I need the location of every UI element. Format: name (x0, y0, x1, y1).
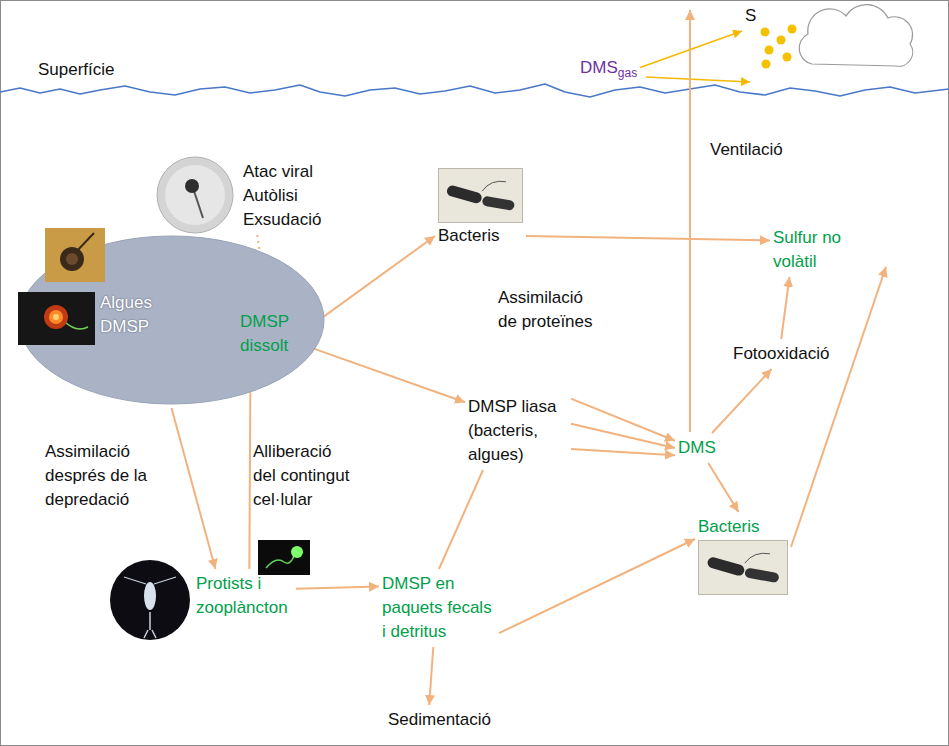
note-label: Assimilació de proteïnes (498, 286, 599, 334)
pool-label: DMSP en paquets fecals i detritus (382, 572, 496, 644)
flow-arrow (526, 236, 770, 240)
flow-arrow (791, 267, 886, 547)
algae-ellipse: Algues DMSP DMSP dissolt (18, 235, 325, 405)
node-text: gas (618, 66, 637, 80)
virus-micrograph (157, 157, 233, 233)
algae-micrograph (18, 292, 95, 345)
flow-arrow (640, 31, 742, 68)
node-text: Fotooxidació (733, 342, 829, 366)
node-text: DMS (580, 58, 618, 77)
sea-surface-line (0, 84, 949, 97)
node-text: DMS (678, 436, 716, 460)
node-text: DMSP liasa (bacteris, algues) (468, 395, 568, 467)
pool-label: DMS (678, 436, 716, 460)
sulfur-aerosol-dots (761, 25, 797, 69)
cloud-icon (799, 5, 913, 67)
note-label: Superfície (38, 58, 115, 82)
flow-arrow (429, 647, 433, 705)
node-text: Atac viral Autòlisi Exsudació (243, 160, 338, 232)
node-text: S (745, 4, 756, 28)
node-text: Bacteris (438, 224, 523, 248)
sink-node: Sedimentació (388, 708, 491, 732)
flow-arrow (571, 424, 675, 448)
note-label: Assimilació després de la depredació (45, 440, 160, 512)
aerosol-arrow (646, 77, 750, 82)
pool-label: Sulfur no volàtil (773, 226, 883, 274)
node-text: Protists i zooplàncton (196, 572, 293, 620)
gas-node: DMSgas (580, 56, 637, 85)
flow-arrow (313, 236, 435, 324)
flow-arrow (781, 277, 789, 339)
node-text: Bacteris (698, 515, 788, 539)
pool-label: Protists i zooplàncton (196, 572, 293, 620)
copepod-micrograph (110, 560, 190, 640)
note-label: Alliberació del contingut cel·lular (253, 440, 354, 512)
bacteria-micrograph (698, 540, 788, 595)
sulfur-particle: S (745, 4, 756, 28)
process-node: Fotooxidació (733, 342, 829, 366)
node-text: Sedimentació (388, 708, 491, 732)
flow-arrow (499, 539, 695, 633)
flow-arrow (712, 369, 772, 433)
node-text: Algues DMSP (100, 291, 170, 339)
flow-arrow (296, 586, 379, 588)
flow-arrow (571, 399, 675, 441)
node-text: DMSP en paquets fecals i detritus (382, 572, 496, 644)
flagellate-micrograph (258, 540, 310, 575)
pool-label: DMSP dissolt (240, 310, 310, 358)
ventilation-arrow (689, 10, 691, 432)
flow-arrow (313, 348, 465, 402)
flow-arrow (439, 470, 483, 569)
bacteria-node: Bacteris (698, 515, 788, 595)
flow-arrow (571, 449, 675, 455)
algae-micrograph (45, 228, 105, 282)
enzyme-node: DMSP liasa (bacteris, algues) (468, 395, 568, 467)
node-text: DMSP dissolt (240, 310, 310, 358)
bacteria-node: Bacteris (438, 168, 523, 248)
flow-arrow (172, 408, 216, 569)
process-note: Atac viral Autòlisi Exsudació (243, 160, 338, 232)
node-text: Sulfur no volàtil (773, 226, 845, 274)
note-label: Ventilació (710, 138, 783, 162)
bacteria-micrograph (438, 168, 523, 223)
flow-arrow (708, 463, 738, 512)
